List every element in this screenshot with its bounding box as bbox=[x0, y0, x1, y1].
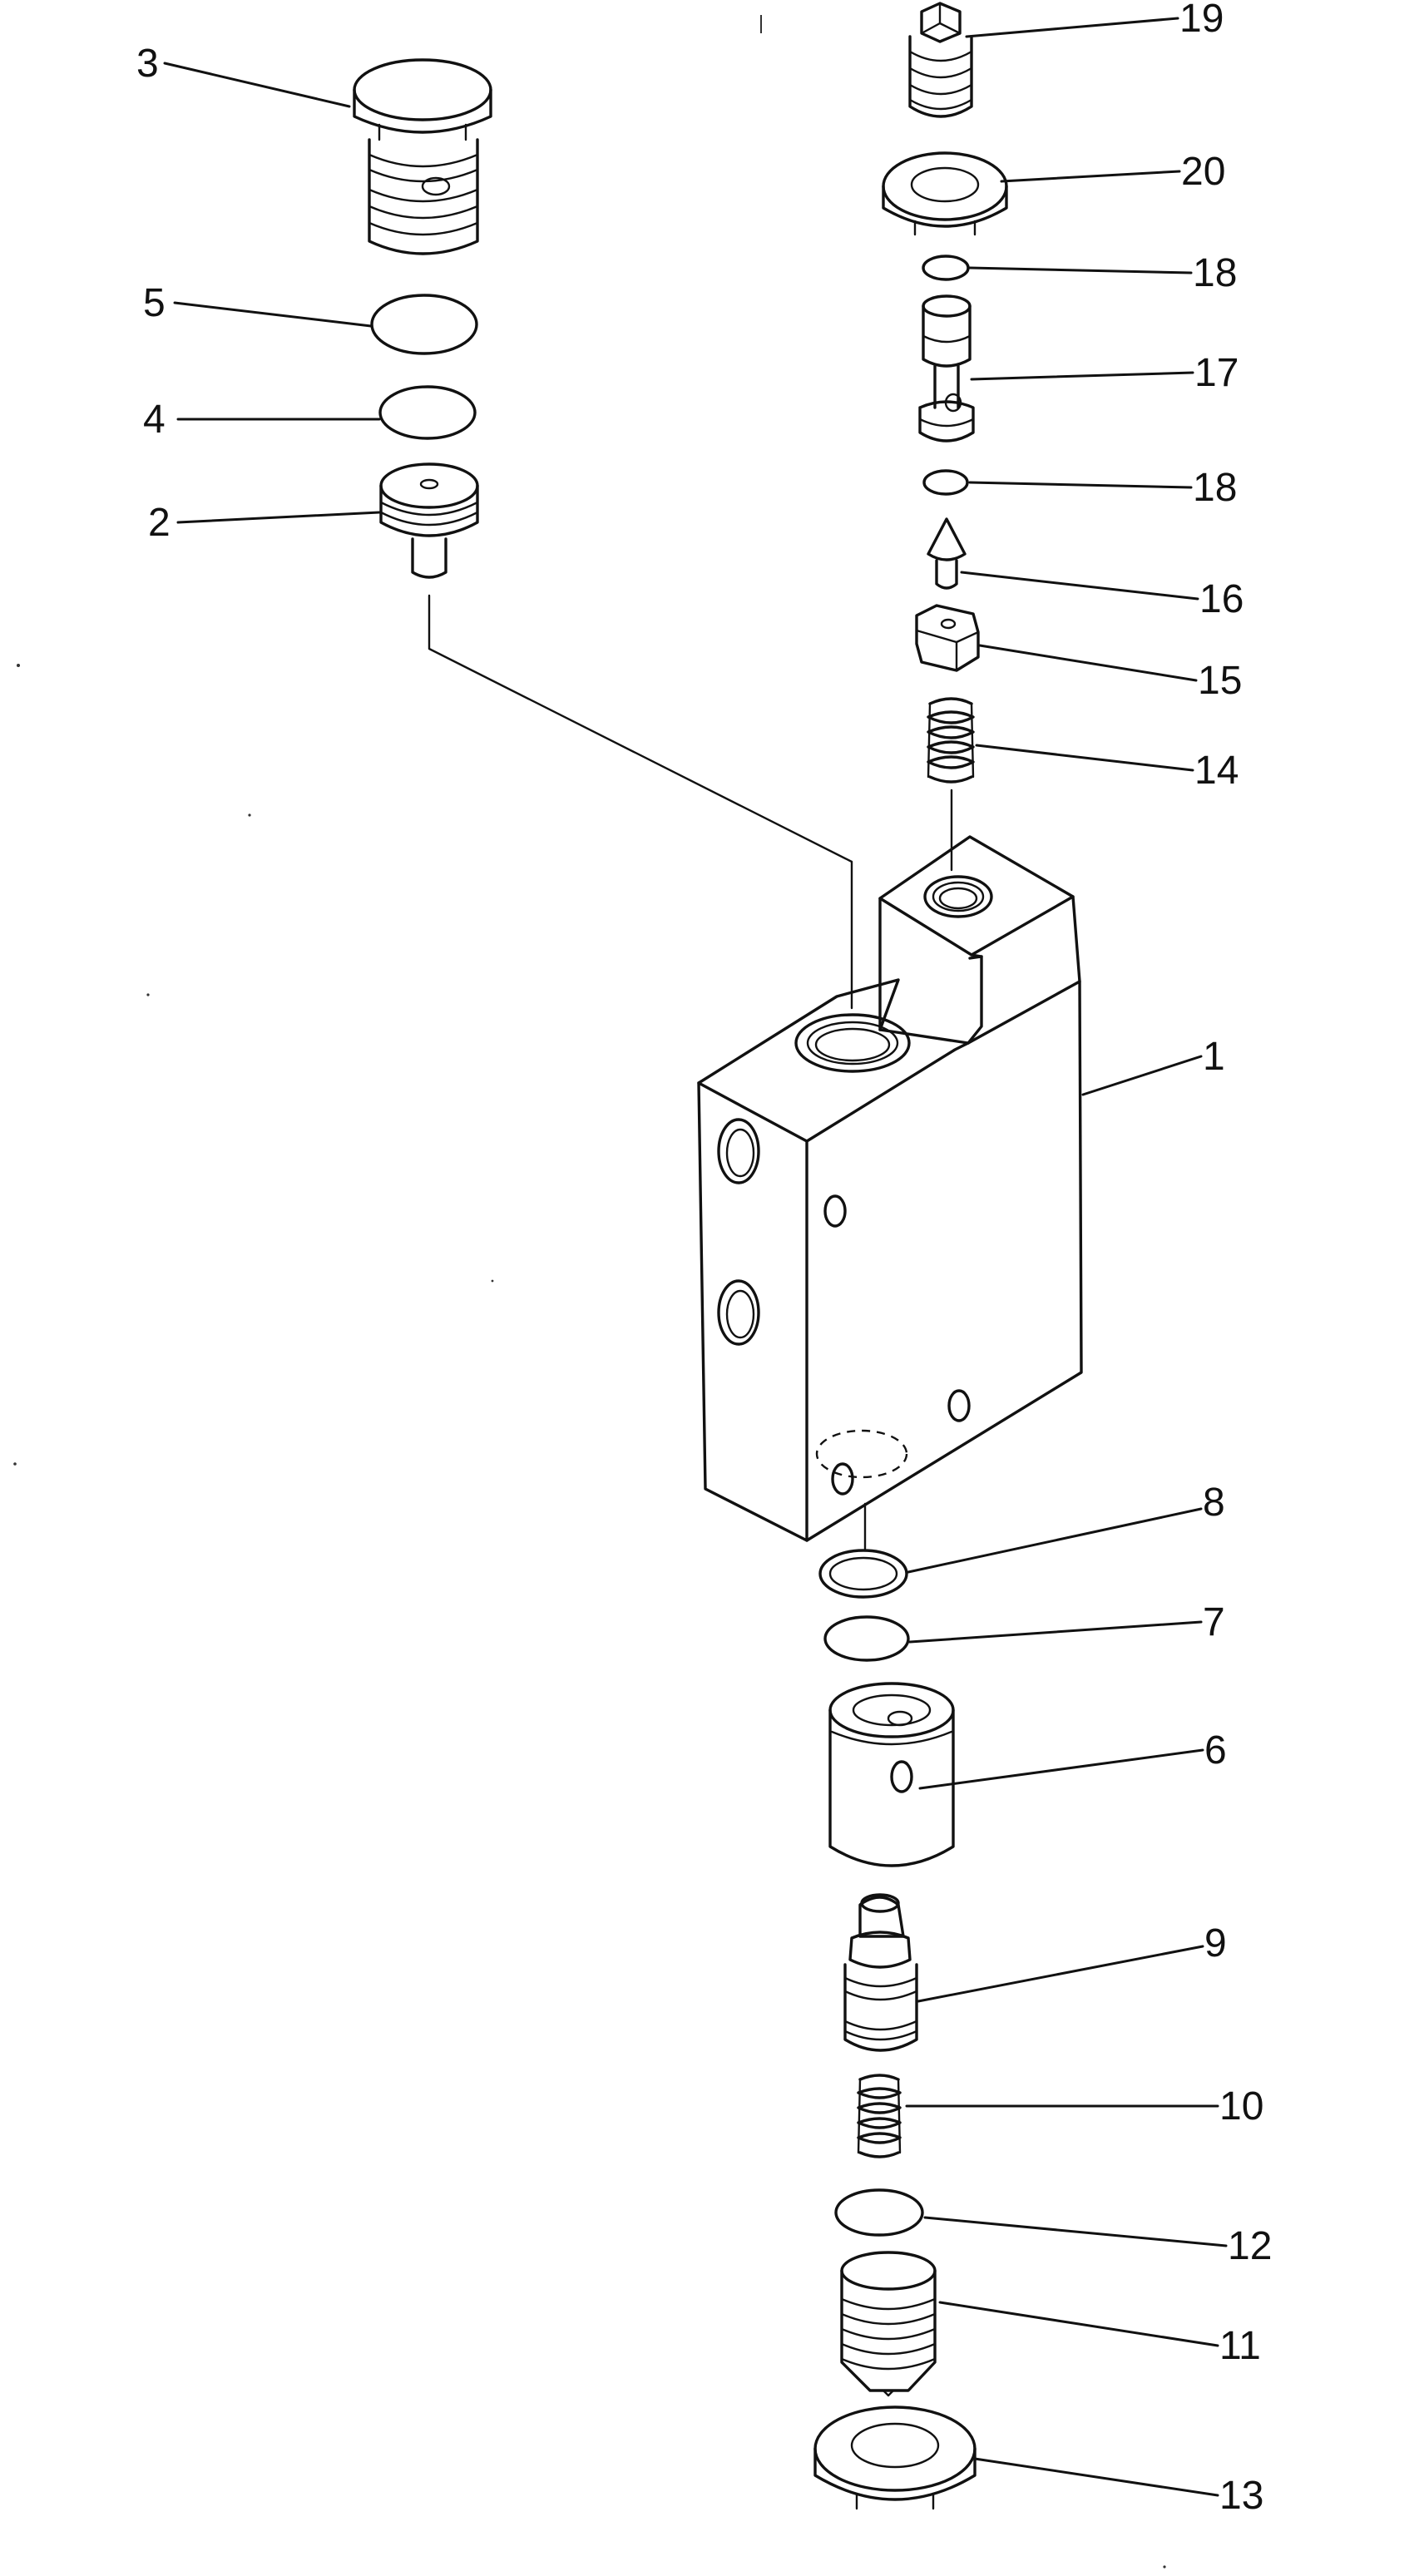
callout-16: 16 bbox=[1199, 577, 1244, 621]
part-13-nut bbox=[813, 2405, 977, 2510]
part-6-sleeve bbox=[828, 1682, 955, 1867]
assembly-line-2 bbox=[428, 594, 853, 1010]
leader-lines bbox=[163, 17, 1228, 2497]
part-5-o-ring bbox=[370, 294, 478, 355]
part-18-o-ring-lower bbox=[922, 469, 969, 496]
part-1-valve-body bbox=[697, 835, 1083, 1542]
callout-1: 1 bbox=[1203, 1035, 1225, 1079]
callout-labels: 3 5 4 2 19 20 18 17 18 16 15 14 1 8 7 6 … bbox=[136, 0, 1272, 2518]
part-12-o-ring bbox=[834, 2188, 924, 2237]
part-16-cone-pin bbox=[927, 517, 967, 590]
part-7-o-ring bbox=[823, 1615, 910, 1662]
part-4-o-ring bbox=[378, 385, 477, 440]
callout-12: 12 bbox=[1228, 2224, 1272, 2268]
callout-15: 15 bbox=[1198, 659, 1242, 703]
callout-14: 14 bbox=[1194, 749, 1239, 793]
callout-17: 17 bbox=[1194, 351, 1239, 395]
callout-11: 11 bbox=[1219, 2324, 1261, 2368]
callout-2: 2 bbox=[148, 501, 171, 545]
scan-specks bbox=[13, 15, 1166, 2569]
callout-8: 8 bbox=[1203, 1481, 1225, 1525]
callout-3: 3 bbox=[136, 42, 159, 86]
part-17-valve-stem bbox=[918, 294, 975, 443]
callout-18-upper: 18 bbox=[1193, 251, 1237, 295]
callout-19: 19 bbox=[1179, 0, 1224, 41]
callout-4: 4 bbox=[143, 398, 166, 442]
part-15-retainer bbox=[915, 604, 980, 672]
part-8-snap-ring bbox=[818, 1549, 908, 1599]
part-11-plug bbox=[840, 2251, 937, 2397]
part-14-spring bbox=[927, 697, 975, 784]
part-2-plunger bbox=[379, 462, 479, 579]
callout-5: 5 bbox=[143, 281, 166, 325]
part-9-valve-spool bbox=[843, 1893, 918, 2052]
callout-18-lower: 18 bbox=[1193, 466, 1237, 510]
callout-7: 7 bbox=[1203, 1600, 1225, 1644]
callout-13: 13 bbox=[1219, 2474, 1263, 2518]
part-10-spring bbox=[857, 2074, 902, 2158]
callout-9: 9 bbox=[1204, 1921, 1227, 1965]
callout-20: 20 bbox=[1181, 150, 1225, 194]
callout-10: 10 bbox=[1219, 2084, 1263, 2129]
part-18-o-ring-upper bbox=[922, 255, 970, 281]
part-3-cap-plug bbox=[353, 58, 492, 255]
callout-6: 6 bbox=[1204, 1728, 1227, 1773]
part-19-set-screw bbox=[908, 2, 973, 118]
part-20-nut bbox=[882, 151, 1008, 236]
